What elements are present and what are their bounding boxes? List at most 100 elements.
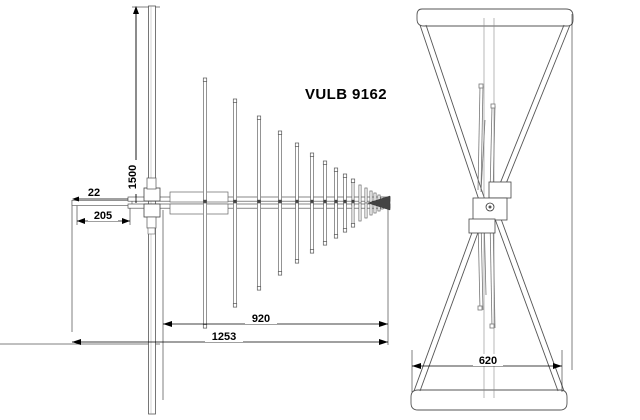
- dipole-element-3-up: [257, 117, 261, 204]
- clamp-upper-collar: [146, 177, 157, 190]
- dipole-element-10-down-cap: [350, 223, 356, 228]
- dipole-element-8-down-cap: [333, 234, 339, 239]
- dim-920-text-bg: [245, 312, 277, 324]
- dim-1253-text-bg: [205, 330, 243, 342]
- side-view: 1500 22 205: [0, 5, 391, 415]
- dim-620-label: 620: [479, 355, 497, 367]
- dipole-element-2-down: [233, 202, 237, 306]
- dipole-element-9-up-cap: [342, 173, 348, 178]
- frame-diag-ur-a: [496, 24, 571, 207]
- frame-diag-ll-b: [419, 207, 488, 392]
- frame-diag-ul-b: [425, 24, 488, 207]
- frame-diag-lr-a: [496, 207, 565, 392]
- dim-1500-text-bg: [129, 160, 143, 194]
- dipole-element-5-up: [295, 144, 299, 204]
- front-element-3: [480, 119, 486, 193]
- dipole-element-7-up: [323, 162, 327, 204]
- dipole-element-8-up: [334, 169, 338, 204]
- dipole-element-12-down: [364, 202, 368, 219]
- dim-620-text-bg: [473, 354, 503, 366]
- dipole-element-11-up: [358, 184, 362, 204]
- dipole-element-3-down-cap: [256, 286, 262, 291]
- dim-205-arrow-right: [122, 218, 130, 224]
- dipole-element-6-down: [310, 202, 314, 252]
- tip-arrow: [367, 195, 391, 211]
- front-clamp-bolt-center: [488, 205, 492, 209]
- dim-1500-arrow-top: [133, 6, 139, 14]
- dipole-element-8-up-cap: [333, 167, 339, 172]
- dim-620-arrow-right: [553, 363, 562, 369]
- dipole-element-2-up: [233, 100, 237, 204]
- clamp-upper-block: [143, 187, 161, 202]
- clamp-bottom-cap: [147, 227, 156, 235]
- dipole-element-9-down-cap: [342, 228, 348, 233]
- front-element-4b: [480, 219, 484, 311]
- dipole-element-2-down-cap: [232, 303, 238, 308]
- dipole-element-10-down: [351, 202, 355, 226]
- front-extension-lines: [411, 14, 573, 392]
- dipole-element-7-up-cap: [322, 160, 328, 165]
- frame-diag-ul-a: [419, 24, 482, 207]
- side-view-extension-lines: [0, 6, 389, 400]
- mast-clamp-assembly: [143, 177, 161, 235]
- dipole-element-10-up-cap: [350, 178, 356, 183]
- dipole-element-9-down: [343, 202, 347, 231]
- front-element-1a: [477, 85, 481, 191]
- dimension-920: 920: [163, 312, 388, 327]
- dipole-element-6-down-cap: [309, 249, 315, 254]
- boom-housing-upper: [169, 191, 229, 203]
- frame-outer: [410, 8, 574, 411]
- clamp-lower-collar: [146, 216, 157, 229]
- dim-920-arrow-right: [379, 321, 388, 327]
- dim-1253-arrow-left: [72, 339, 81, 345]
- dipole-element-1-up: [203, 79, 207, 204]
- front-view: 620: [410, 8, 574, 411]
- dimension-620: 620: [412, 354, 562, 369]
- front-element-1b: [480, 85, 484, 191]
- front-clamp-upper: [488, 181, 512, 199]
- dim-620-arrow-left: [412, 363, 421, 369]
- dipole-element-1-up-cap: [202, 77, 208, 82]
- front-element-cap-4: [489, 323, 495, 329]
- dipole-element-3-down: [257, 202, 261, 289]
- dimension-1500: 1500: [127, 6, 143, 203]
- dipole-element-12-up: [364, 187, 368, 204]
- dimension-205: 205: [77, 209, 130, 224]
- dim-22-text-bg: [83, 186, 105, 198]
- dimension-1253: 1253: [72, 330, 388, 345]
- dim-22-label: 22: [88, 187, 100, 199]
- front-element-5a: [489, 217, 493, 329]
- boom-housing-lower: [169, 203, 229, 215]
- dimension-22: 22: [72, 186, 128, 202]
- dim-1253-label: 1253: [212, 331, 236, 343]
- dipole-element-5-down: [295, 202, 299, 262]
- dipole-element-6-up-cap: [309, 152, 315, 157]
- dim-1500-label: 1500: [127, 165, 139, 189]
- front-element-2a: [489, 105, 493, 196]
- dipole-element-1-down: [203, 202, 207, 327]
- dipole-element-13-down: [369, 202, 373, 216]
- dim-205-text-bg: [88, 209, 118, 221]
- dipole-element-13-up: [369, 190, 373, 204]
- dipole-element-4-up-cap: [277, 130, 283, 135]
- front-element-cap-2: [490, 103, 496, 109]
- dipole-element-3-up-cap: [256, 115, 262, 120]
- dipole-element-6-up: [310, 154, 314, 204]
- boom: [71, 191, 391, 215]
- boom-rear-stub: [71, 200, 133, 206]
- front-element-cap-1: [478, 83, 484, 89]
- dim-920-arrow-left: [163, 321, 172, 327]
- dipole-element-group: [202, 77, 387, 329]
- dim-920-label: 920: [252, 313, 270, 325]
- dipole-element-7-down: [323, 202, 327, 244]
- dim-205-label: 205: [94, 210, 112, 222]
- dipole-element-5-down-cap: [294, 259, 300, 264]
- page-title: VULB 9162: [305, 86, 387, 103]
- dipole-element-5-up-cap: [294, 142, 300, 147]
- dipole-element-1-down-cap: [202, 324, 208, 329]
- frame-top-bar: [416, 8, 574, 27]
- dipole-element-11-down: [358, 202, 362, 222]
- dipole-element-9-up: [343, 175, 347, 204]
